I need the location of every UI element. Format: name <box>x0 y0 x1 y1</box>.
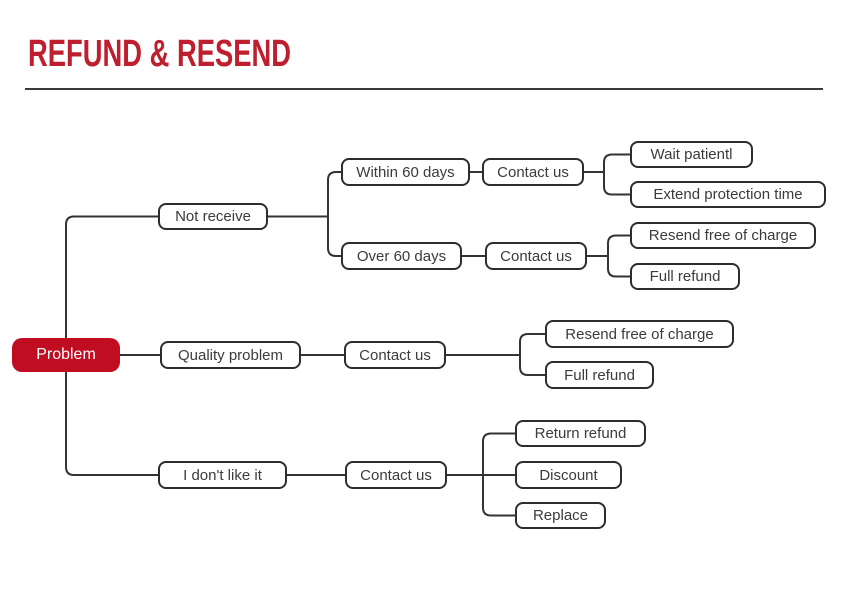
node-discount: Discount <box>515 461 622 489</box>
node-problem: Problem <box>12 338 120 372</box>
node-wait-patientl: Wait patientl <box>630 141 753 168</box>
node-within-60-days: Within 60 days <box>341 158 470 186</box>
node-resend-free-of-charge-1: Resend free of charge <box>630 222 816 249</box>
node-return-refund: Return refund <box>515 420 646 447</box>
node-full-refund-2: Full refund <box>545 361 654 389</box>
page-title: REFUND & RESEND <box>28 33 291 75</box>
node-over-60-days: Over 60 days <box>341 242 462 270</box>
node-full-refund-1: Full refund <box>630 263 740 290</box>
node-contact-us-4: Contact us <box>345 461 447 489</box>
node-contact-us-2: Contact us <box>485 242 587 270</box>
connector-contact1-split <box>584 153 630 196</box>
connector-contact3-split <box>446 333 545 376</box>
node-i-dont-like-it: I don't like it <box>158 461 287 489</box>
node-extend-protection-time: Extend protection time <box>630 181 826 208</box>
title-divider <box>25 88 823 90</box>
node-not-receive: Not receive <box>158 203 268 230</box>
node-replace: Replace <box>515 502 606 529</box>
node-contact-us-3: Contact us <box>344 341 446 369</box>
node-contact-us-1: Contact us <box>482 158 584 186</box>
node-resend-free-of-charge-2: Resend free of charge <box>545 320 734 348</box>
connector-contact4-split <box>447 432 515 517</box>
connector-contact2-split <box>587 234 630 278</box>
connector-not-receive-split <box>268 171 341 257</box>
node-quality-problem: Quality problem <box>160 341 301 369</box>
